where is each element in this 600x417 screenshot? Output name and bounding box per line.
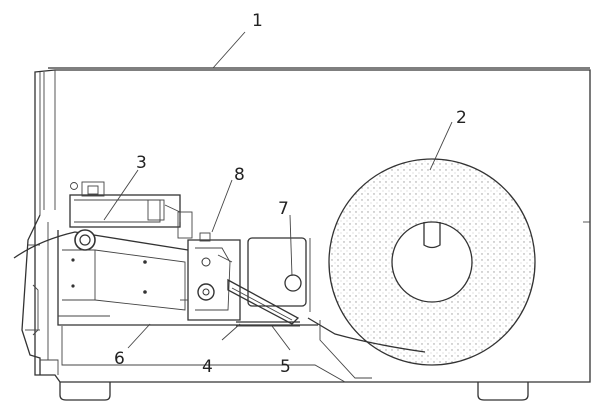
sensor-plate xyxy=(227,278,300,327)
print-head-assembly xyxy=(69,181,193,251)
callout-bottom-frame: 6 xyxy=(114,349,125,369)
callout-labels: 1 2 3 4 5 6 7 8 xyxy=(114,11,467,377)
paper-path xyxy=(13,231,426,379)
callout-housing: 1 xyxy=(252,11,263,31)
lower-mechanism xyxy=(57,230,346,383)
callout-print-head: 3 xyxy=(136,153,147,173)
callout-roll: 2 xyxy=(456,108,467,128)
printer-housing xyxy=(34,67,591,383)
pinch-mechanism xyxy=(180,232,241,321)
callout-pinch-mechanism: 8 xyxy=(234,165,245,185)
printer-feet xyxy=(59,382,529,401)
callout-sensor-plate: 5 xyxy=(280,357,291,377)
paper-roll xyxy=(328,158,536,366)
front-panel xyxy=(21,214,59,375)
callout-sensor-window: 7 xyxy=(278,199,289,219)
callout-base-plate: 4 xyxy=(202,357,213,377)
sensor-window xyxy=(247,237,311,312)
leader-lines xyxy=(103,31,453,351)
